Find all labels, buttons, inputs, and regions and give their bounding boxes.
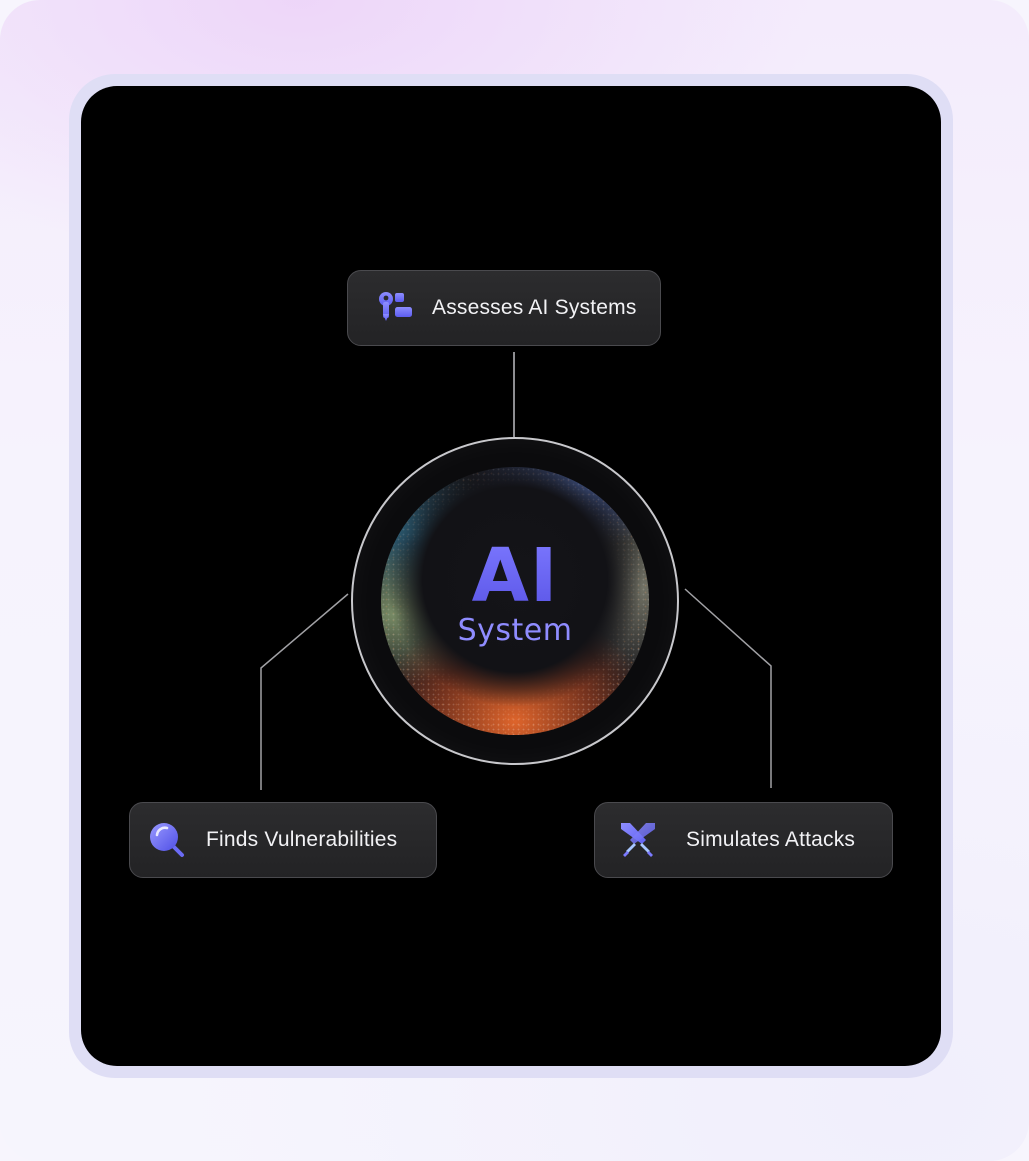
key-list-icon xyxy=(374,288,414,328)
diagram-panel: AI System xyxy=(81,86,941,1066)
connector-left xyxy=(260,593,349,790)
crossed-swords-icon xyxy=(618,820,658,860)
node-label: Simulates Attacks xyxy=(686,828,856,851)
core-subtitle: System xyxy=(457,613,573,648)
node-label: Assesses AI Systems xyxy=(432,296,637,319)
node-simulates-attacks: Simulates Attacks xyxy=(594,802,893,878)
node-finds-vulnerabilities: Finds Vulnerabilities xyxy=(129,802,437,878)
connector-right xyxy=(684,588,772,788)
core-title: AI xyxy=(381,536,649,616)
connector-lines xyxy=(260,352,772,790)
node-label: Finds Vulnerabilities xyxy=(206,828,398,851)
magnifier-icon xyxy=(147,820,187,860)
ai-system-sphere xyxy=(381,467,649,735)
node-assesses-ai-systems: Assesses AI Systems xyxy=(347,270,661,346)
